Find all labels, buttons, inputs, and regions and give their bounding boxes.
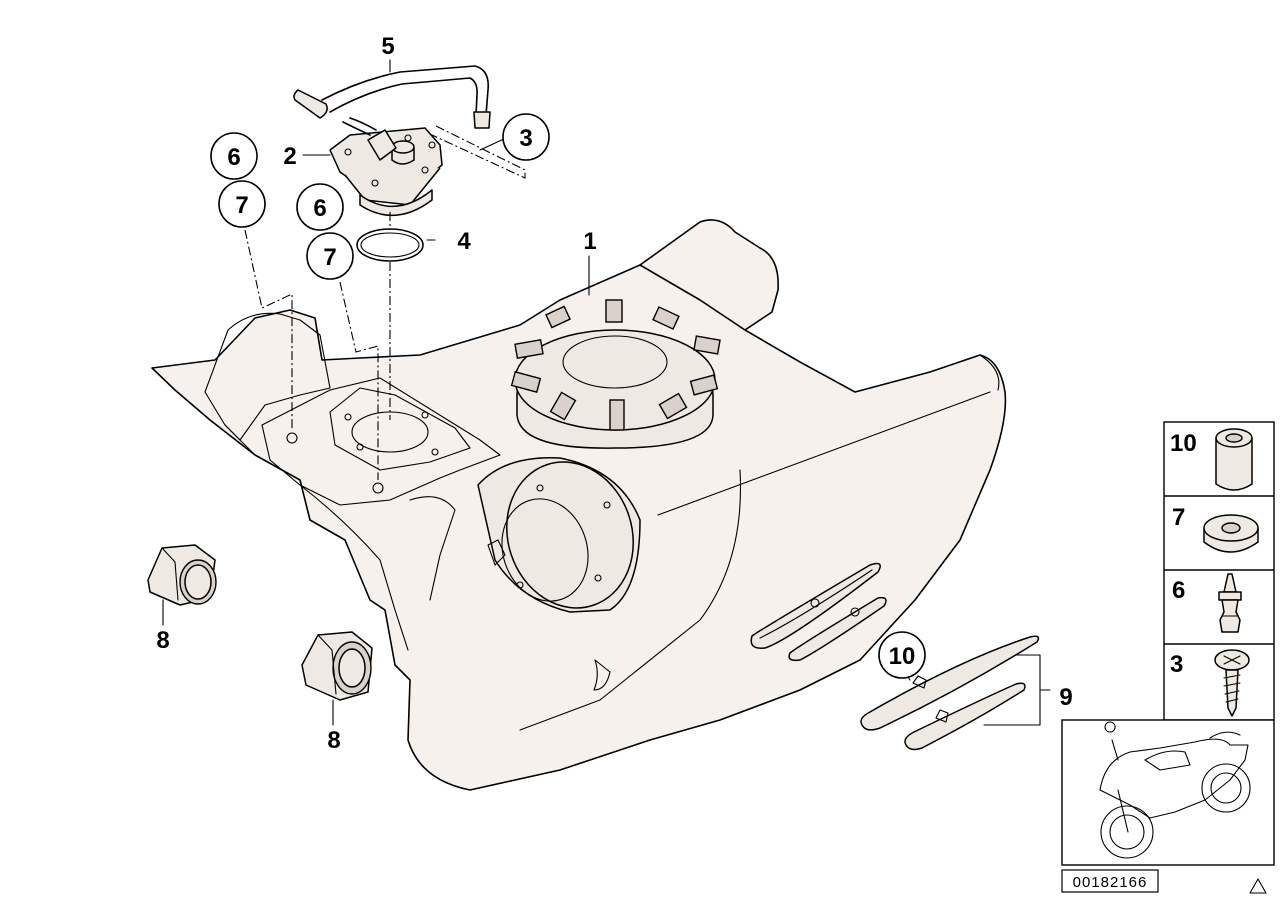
callout-7-left: 7 [235, 192, 248, 219]
callout-6-left: 6 [227, 144, 240, 171]
o-ring [356, 228, 424, 262]
callout-labels: 1 2 4 5 8 8 9 3 6 7 6 7 10 [156, 33, 1072, 754]
motorcycle-icon [1061, 719, 1275, 866]
callout-3: 3 [519, 125, 532, 152]
callout-8-lower: 8 [327, 727, 340, 754]
leader-lines [162, 59, 1051, 726]
trim-strips [860, 635, 1040, 751]
fuel-pump-assembly [293, 65, 491, 216]
callout-5: 5 [381, 33, 394, 60]
callout-2: 2 [283, 143, 296, 170]
reference-box: 00182166 [1061, 869, 1159, 893]
callout-4: 4 [457, 228, 471, 255]
rubber-mount-upper [147, 544, 217, 606]
callout-10: 10 [889, 643, 916, 670]
rubber-grommet-icon [1203, 514, 1259, 553]
fuel-tank [151, 219, 1007, 791]
callout-8-upper: 8 [156, 627, 169, 654]
legend-number-6: 6 [1172, 577, 1185, 604]
parts-legend: 10 7 6 3 [1163, 421, 1275, 721]
callout-9: 9 [1059, 684, 1072, 711]
callout-6-right: 6 [313, 195, 326, 222]
reference-number: 00182166 [1073, 874, 1148, 891]
legend-number-3: 3 [1170, 651, 1183, 678]
screw-icon [1214, 649, 1250, 717]
rubber-mount-lower [301, 631, 373, 701]
callout-1: 1 [583, 228, 596, 255]
callout-7-right: 7 [323, 244, 336, 271]
expanding-rivet-icon [1218, 573, 1242, 633]
spacer-sleeve-icon [1215, 428, 1253, 491]
legend-number-10: 10 [1170, 430, 1197, 457]
legend-number-7: 7 [1172, 504, 1185, 531]
triangle-icon [1249, 878, 1267, 894]
